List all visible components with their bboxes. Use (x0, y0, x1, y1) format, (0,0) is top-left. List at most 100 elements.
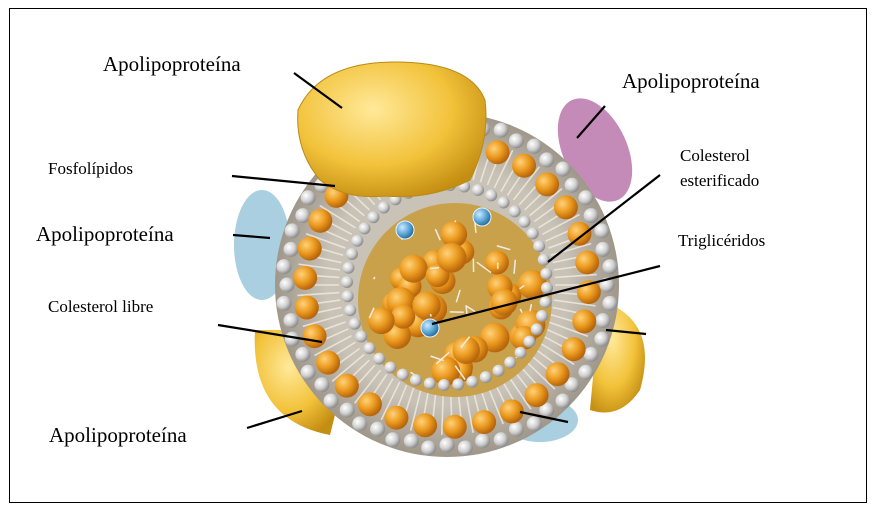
inner-head (493, 365, 505, 377)
inner-head (533, 240, 545, 252)
free-cholesterol-sphere (572, 309, 596, 333)
inner-head (531, 323, 543, 335)
phospholipid-head (539, 152, 554, 167)
inner-head (527, 227, 539, 239)
phospholipid-head (284, 242, 299, 257)
phospholipid-head (595, 313, 610, 328)
inner-head (424, 378, 436, 390)
lipid-chain (430, 268, 439, 269)
phospholipid-head (509, 422, 524, 437)
triglyceride-sphere (399, 255, 427, 283)
inner-head (504, 357, 516, 369)
phospholipid-head (385, 432, 400, 447)
free-cholesterol-sphere (546, 362, 570, 386)
free-cholesterol-sphere (308, 209, 332, 233)
phospholipid-head (565, 178, 580, 193)
label-apolipoproteina-top-right: Apolipoproteína (622, 69, 760, 93)
phospholipid-head (602, 259, 617, 274)
apolipoprotein-yellow-top (298, 62, 486, 197)
free-cholesterol-sphere (486, 140, 510, 164)
phospholipid-head (595, 242, 610, 257)
inner-head (373, 353, 385, 365)
inner-head (355, 331, 367, 343)
label-trigliceridos: Triglicéridos (678, 231, 765, 251)
label-esterificado: esterificado (680, 171, 759, 191)
phospholipid-head (284, 313, 299, 328)
phospholipid-head (440, 438, 455, 453)
cholesterol-ester-head (473, 208, 491, 226)
free-cholesterol-sphere (525, 383, 549, 407)
phospholipid-head (527, 416, 542, 431)
inner-head (397, 369, 409, 381)
lipid-chain (430, 314, 431, 317)
inner-head (341, 276, 353, 288)
phospholipid-head (324, 393, 339, 408)
triglyceride-sphere (437, 243, 467, 273)
free-cholesterol-sphere (413, 413, 437, 437)
lipid-chain (374, 277, 375, 279)
free-cholesterol-sphere (293, 266, 317, 290)
free-cholesterol-sphere (384, 406, 408, 430)
phospholipid-head (295, 347, 310, 362)
phospholipid-head (602, 296, 617, 311)
label-colesterol-libre: Colesterol libre (48, 297, 153, 317)
free-cholesterol-sphere (512, 154, 536, 178)
inner-head (538, 254, 550, 266)
inner-head (498, 197, 510, 209)
phospholipid-head (421, 440, 436, 455)
phospholipid-head (340, 403, 355, 418)
phospholipid-head (404, 433, 419, 448)
phospholipid-head (584, 208, 599, 223)
inner-head (509, 205, 521, 217)
inner-head (519, 216, 531, 228)
inner-head (466, 376, 478, 388)
free-cholesterol-sphere (562, 337, 586, 361)
inner-head (472, 184, 484, 196)
inner-head (342, 290, 354, 302)
phospholipid-head (584, 347, 599, 362)
inner-head (344, 304, 356, 316)
inner-head (485, 189, 497, 201)
free-cholesterol-sphere (554, 195, 578, 219)
phospholipid-head (301, 190, 316, 205)
inner-head (536, 310, 548, 322)
free-cholesterol-sphere (298, 237, 322, 261)
free-cholesterol-sphere (303, 324, 327, 348)
phospholipid-head (301, 365, 316, 380)
inner-head (363, 342, 375, 354)
free-cholesterol-sphere (295, 296, 319, 320)
phospholipid-head (277, 259, 292, 274)
phospholipid-head (578, 365, 593, 380)
free-cholesterol-sphere (472, 410, 496, 434)
free-cholesterol-sphere (575, 250, 599, 274)
inner-head (480, 371, 492, 383)
phospholipid-head (509, 133, 524, 148)
phospholipid-head (494, 123, 509, 138)
label-apolipoproteina-bottom-left: Apolipoproteína (49, 423, 187, 447)
inner-head (452, 378, 464, 390)
inner-head (342, 262, 354, 274)
free-cholesterol-sphere (316, 351, 340, 375)
phospholipid-head (352, 416, 367, 431)
phospholipid-head (555, 393, 570, 408)
inner-head (438, 379, 450, 391)
inner-head (367, 211, 379, 223)
label-fosfolipidos: Fosfolípidos (48, 159, 133, 179)
label-apolipoproteina-top-left: Apolipoproteína (103, 52, 241, 76)
inner-head (523, 336, 535, 348)
inner-head (351, 235, 363, 247)
inner-head (378, 201, 390, 213)
phospholipid-head (475, 433, 490, 448)
phospholipid-head (277, 296, 292, 311)
inner-head (410, 374, 422, 386)
inner-head (359, 222, 371, 234)
phospholipid-head (578, 190, 593, 205)
inner-head (346, 248, 358, 260)
inner-head (349, 318, 361, 330)
triglyceride-sphere (412, 291, 440, 319)
inner-head (384, 361, 396, 373)
free-cholesterol-sphere (358, 392, 382, 416)
cholesterol-ester-head (396, 221, 414, 239)
phospholipid-head (555, 162, 570, 177)
free-cholesterol-sphere (335, 374, 359, 398)
